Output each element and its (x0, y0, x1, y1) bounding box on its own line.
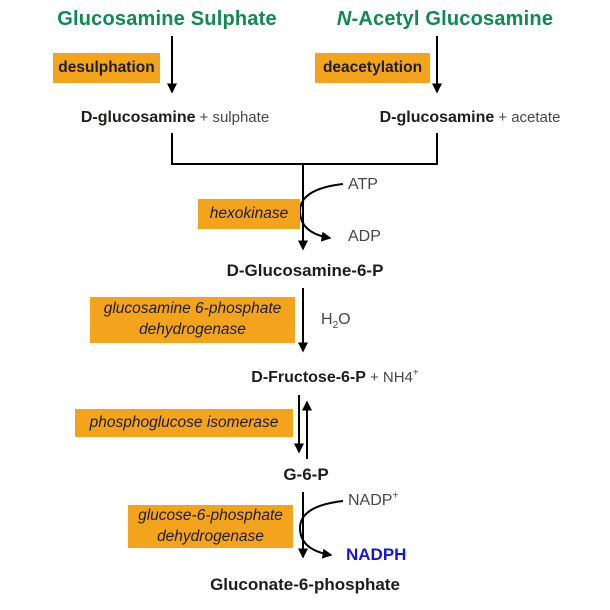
source-title-n-acetyl-glucosamine: N-Acetyl Glucosamine (337, 8, 553, 31)
enzyme-label-g6pd-line2: dehydrogenase (157, 527, 264, 545)
cofactor-nadph: NADPH (346, 545, 407, 564)
metabolite-d-fructose-6-p: D-Fructose-6-P+ NH4+ (251, 367, 419, 387)
curve-atp-to-adp (298, 183, 344, 242)
cofactor-h2o: H2O (321, 311, 351, 332)
byproduct-nh4-superscript-plus: + (412, 367, 419, 379)
enzyme-label-phosphoglucose-isomerase: phosphoglucose isomerase (89, 413, 279, 431)
n-acetyl-rest: -Acetyl Glucosamine (351, 8, 554, 30)
d-fructose-6-p-name: D-Fructose-6-P (251, 369, 366, 386)
process-box-desulphation: desulphation (53, 53, 160, 83)
enzyme-box-glucose-6p-dehydrogenase: glucose-6-phosphate dehydrogenase (128, 505, 293, 548)
process-label-deacetylation: deacetylation (322, 59, 423, 76)
byproduct-nh4: + NH4 (369, 369, 413, 386)
nadp-superscript-plus: + (392, 490, 399, 502)
byproduct-acetate: + acetate (498, 109, 561, 126)
metabolite-d-glucosamine-left: D-glucosamine+ sulphate (81, 109, 269, 127)
process-box-deacetylation: deacetylation (315, 53, 430, 83)
h2o-o: O (338, 311, 351, 328)
enzyme-label-hexokinase: hexokinase (209, 204, 289, 222)
metabolite-gluconate-6-phosphate: Gluconate-6-phosphate (210, 575, 400, 594)
enzyme-label-gn6pd-line1: glucosamine 6-phosphate (103, 300, 282, 318)
byproduct-sulphate: + sulphate (199, 109, 270, 126)
enzyme-box-glucosamine-6p-dehydrogenase: glucosamine 6-phosphate dehydrogenase (90, 297, 295, 343)
process-label-desulphation: desulphation (58, 59, 155, 76)
source-title-glucosamine-sulphate: Glucosamine Sulphate (57, 8, 277, 30)
n-acetyl-italic-n: N (336, 8, 352, 30)
enzyme-label-g6pd-line1: glucose-6-phosphate (138, 506, 283, 524)
curve-nadp-to-nadph (298, 500, 344, 559)
cofactor-adp: ADP (348, 228, 381, 245)
d-glucosamine-right-name: D-glucosamine (379, 109, 495, 126)
branch-merge-connector (171, 133, 438, 165)
enzyme-label-gn6pd-line2: dehydrogenase (139, 321, 246, 338)
h2o-subscript-2: 2 (332, 320, 339, 332)
h2o-h: H (321, 311, 333, 328)
cofactor-nadp: NADP+ (348, 490, 399, 510)
d-glucosamine-left-name: D-glucosamine (80, 109, 196, 126)
metabolite-g-6-p: G-6-P (283, 465, 329, 484)
metabolite-d-glucosamine-6-p: D-Glucosamine-6-P (226, 261, 384, 280)
enzyme-box-phosphoglucose-isomerase: phosphoglucose isomerase (75, 409, 293, 437)
enzyme-box-hexokinase: hexokinase (198, 199, 300, 229)
cofactor-atp: ATP (348, 176, 378, 193)
nadp-name: NADP (348, 492, 393, 509)
metabolite-d-glucosamine-right: D-glucosamine+ acetate (380, 109, 561, 127)
